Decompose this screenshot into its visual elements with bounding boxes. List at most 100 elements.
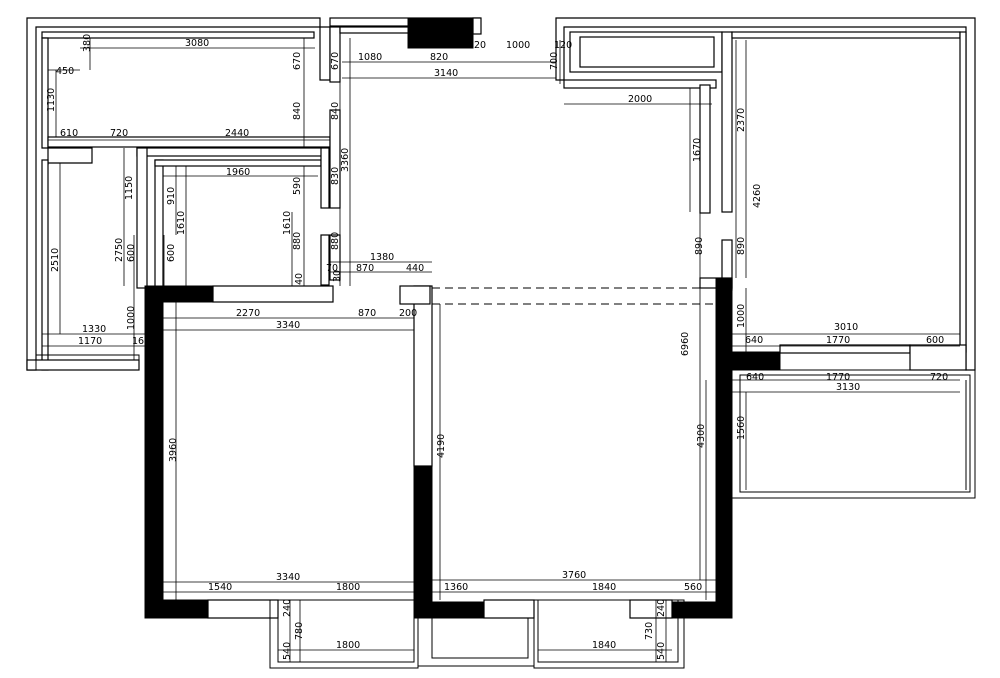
dim-label: 640: [745, 335, 763, 346]
dim-label: 1000: [736, 304, 747, 328]
dim-label: 730: [644, 622, 655, 640]
dim-label: 870: [358, 308, 376, 319]
dim-label: 1840: [592, 582, 616, 593]
wall-bottom-left: [207, 599, 279, 619]
dim-label: 820: [430, 52, 448, 63]
wall-top-right-outer: [555, 17, 976, 371]
dim-label: 890: [736, 237, 747, 255]
dim-label: 560: [684, 582, 702, 593]
dim-label: 840: [330, 102, 341, 120]
dim-label: 1770: [826, 335, 850, 346]
dim-label: 880: [292, 232, 303, 250]
dim-label: 2440: [225, 128, 249, 139]
dimension-lines: [42, 38, 960, 662]
dim-label: 1540: [208, 582, 232, 593]
dim-label: 2370: [736, 108, 747, 132]
wall-top-right-v2: [731, 31, 961, 39]
dim-label: 20: [474, 40, 486, 51]
dim-label: 1150: [124, 176, 135, 200]
wall-top-center2: [339, 26, 411, 34]
dim-label: 600: [126, 244, 137, 262]
dim-label: 200: [399, 308, 417, 319]
window-left-bottom: [35, 354, 140, 371]
wall-bottom-mid: [483, 599, 535, 619]
dim-label: 3080: [185, 38, 209, 49]
dim-label: 70: [326, 263, 338, 274]
dim-label: 670: [330, 52, 341, 70]
wall-left-lower: [41, 159, 49, 371]
wall-right-v-mid: [699, 84, 711, 214]
wall-right-room-right: [959, 31, 967, 353]
wall-load-center: [413, 464, 485, 619]
dim-label: 3140: [434, 68, 458, 79]
dim-label: 3360: [340, 148, 351, 172]
dim-label: 1560: [736, 416, 747, 440]
dim-label: 720: [110, 128, 128, 139]
wall-inner-room-left: [136, 147, 148, 289]
wall-top-right-h: [563, 79, 717, 89]
dim-label: 2510: [50, 248, 61, 272]
wall-top-right-v1: [721, 31, 733, 213]
dim-label: 6960: [680, 332, 691, 356]
dim-label: 40: [294, 273, 305, 285]
dim-label: 600: [926, 335, 944, 346]
dim-label: 4300: [696, 424, 707, 448]
dim-label: 540: [656, 642, 667, 660]
wall-inner-room-top2: [154, 159, 322, 167]
dim-label: 3010: [834, 322, 858, 333]
window-bottom-right-inner: [537, 599, 679, 663]
wall-top-right-seg: [472, 17, 482, 35]
wall-inner-room-top: [136, 147, 330, 157]
pillar-top: [407, 17, 474, 49]
dim-label: 1170: [78, 336, 102, 347]
dim-label: 3340: [276, 320, 300, 331]
window-bottom-left-inner: [277, 599, 415, 663]
wall-h-mid: [47, 136, 331, 148]
dim-label: 1840: [592, 640, 616, 651]
dim-label: 3960: [168, 438, 179, 462]
dim-label: 1360: [444, 582, 468, 593]
dim-label: 700: [549, 52, 560, 70]
dim-label: 540: [282, 642, 293, 660]
wall-right-room-bottom2: [909, 344, 967, 371]
dim-label: 1800: [336, 640, 360, 651]
dim-label: 720: [930, 372, 948, 383]
dim-label: 1330: [82, 324, 106, 335]
dim-label: 600: [166, 244, 177, 262]
dim-label: 890: [694, 237, 705, 255]
dim-label: 2270: [236, 308, 260, 319]
window-bottom-center-inner: [431, 617, 529, 659]
walls: [26, 17, 976, 669]
dim-label: 1960: [226, 167, 250, 178]
dim-label: 1770: [826, 372, 850, 383]
dim-label: 910: [166, 187, 177, 205]
dim-label: 590: [292, 177, 303, 195]
dim-label: 450: [56, 66, 74, 77]
wall-load-left: [144, 285, 214, 619]
dim-label: 440: [406, 263, 424, 274]
dim-label: 3130: [836, 382, 860, 393]
dim-label: 1000: [126, 306, 137, 330]
dim-label: 240: [656, 599, 667, 617]
wall-inner-room-left2: [154, 159, 164, 289]
dim-label: 1130: [46, 88, 57, 112]
dimension-labels: 380 3080 670 670 1080 820 20 1000 120 70…: [46, 34, 948, 660]
dim-label: 1380: [370, 252, 394, 263]
wall-doorframe-1: [399, 285, 431, 305]
wall-corridor-h1: [47, 147, 93, 165]
dim-label: 2750: [114, 238, 125, 262]
balcony-right-inner1: [739, 374, 971, 493]
dim-label: 1610: [282, 211, 293, 235]
dim-label: 640: [746, 372, 764, 383]
dim-label: 120: [554, 40, 572, 51]
dim-label: 1000: [506, 40, 530, 51]
pillar-right: [731, 351, 781, 371]
wall-left-bottom: [26, 359, 140, 371]
dim-label: 610: [60, 128, 78, 139]
wall-center-col2: [329, 109, 341, 209]
dim-label: 830: [330, 167, 341, 185]
dim-label: 880: [330, 232, 341, 250]
dim-label: 4190: [436, 434, 447, 458]
dim-label: 3760: [562, 570, 586, 581]
dim-label: 30: [332, 270, 343, 282]
